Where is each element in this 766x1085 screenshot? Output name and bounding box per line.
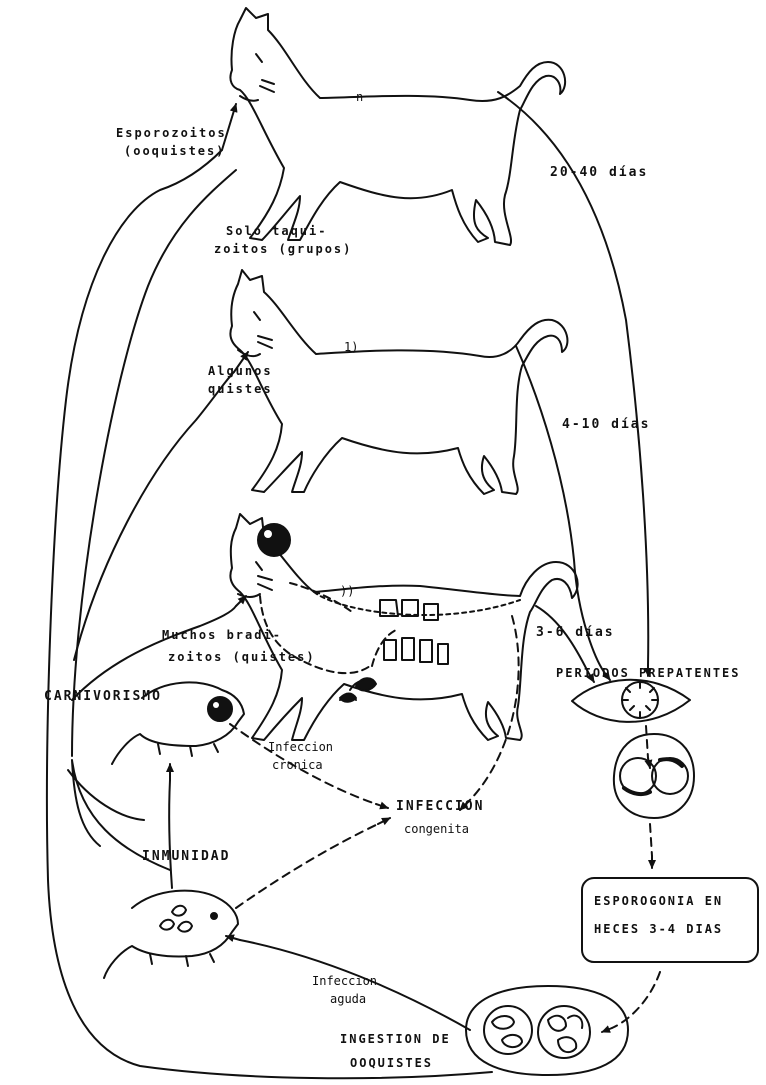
cat-3-mark: )) [340,582,354,600]
label-cronica: cronica [272,756,323,774]
label-periodos-prepatentes: PERIODOS PREPATENTES [556,664,741,682]
label-carnivorismo: CARNIVORISMO [44,688,162,706]
label-infeccion-aguda: Infeccion [312,972,377,990]
label-ingestion-de: INGESTION DE [340,1030,451,1048]
label-esporozoitos: Esporozoitos [116,124,227,142]
mouse-1-eye-cyst [208,697,232,721]
cat-2-mark: 1) [344,338,358,356]
label-zoitos-grupos: zoitos (grupos) [214,240,352,258]
label-infeccion-congenita: INFECCION [396,798,484,816]
label-aguda: aguda [330,990,366,1008]
label-esporogonia: ESPOROGONIA EN [594,892,723,910]
label-zoitos-quistes: zoitos (quistes) [168,648,316,666]
oocyst-unsporulated [572,680,690,722]
cat-3-eye-cyst [258,524,290,556]
label-20-40-dias: 20-40 días [550,164,648,182]
cat-1-mark: n [356,88,363,106]
label-muchos-bradi: Muchos bradi- [162,626,282,644]
label-ooquistes: (ooquistes) [124,142,225,160]
label-inmunidad: INMUNIDAD [142,848,230,866]
label-heces-dias: HECES 3-4 DIAS [594,920,723,938]
label-infeccion-cronica: Infeccion [268,738,333,756]
label-algunos: Algunos [208,362,273,380]
label-congenita: congenita [404,820,469,838]
label-3-6-dias: 3-6 días [536,624,615,642]
mouse-2-figure [104,891,238,978]
label-4-10-dias: 4-10 días [562,416,650,434]
cat-1-figure [230,8,565,245]
label-solo-taqui: Solo taqui- [226,222,327,240]
label-ooquistes-bottom: OOQUISTES [350,1054,433,1072]
cat-2-figure [230,270,567,494]
oocyst-sporoblasts [614,734,694,818]
label-quistes: quistes [208,380,273,398]
